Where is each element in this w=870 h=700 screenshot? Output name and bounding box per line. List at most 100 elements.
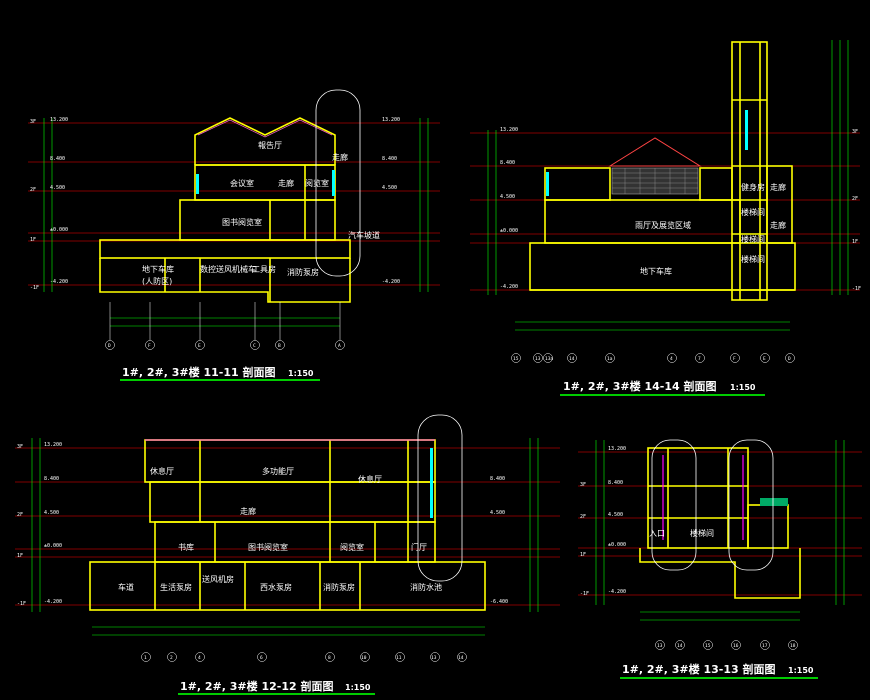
- room-label: 阅览室: [340, 542, 364, 552]
- axis-label: B: [278, 343, 281, 349]
- floor-mark: 3F: [580, 482, 586, 488]
- axis-label: C: [253, 343, 256, 349]
- floor-mark: -1F: [30, 285, 39, 291]
- level-label: ±0.000: [608, 542, 626, 548]
- room-label: 地下车库: [142, 264, 174, 274]
- floor-mark: 1F: [852, 239, 858, 245]
- level-label: -4.200: [382, 279, 400, 285]
- level-label: -4.200: [608, 589, 626, 595]
- axis-label: 8: [328, 655, 331, 661]
- room-label: 走廊: [770, 220, 786, 230]
- axis-label: 13: [657, 643, 663, 649]
- floor-mark: 3F: [17, 444, 23, 450]
- room-label: 走廊: [332, 152, 348, 162]
- level-label: 4.500: [382, 185, 397, 191]
- room-label: 阅览室: [305, 178, 329, 188]
- room-label: 入口: [649, 529, 665, 538]
- floor-mark: 2F: [30, 187, 36, 193]
- section-scale: 1:150: [345, 683, 371, 692]
- room-label: 休息厅: [358, 474, 382, 484]
- axis-label: 2: [170, 655, 173, 661]
- room-label: 健身房: [741, 182, 765, 192]
- room-label: 消防泵房: [287, 267, 319, 277]
- room-label: 门厅: [411, 542, 427, 552]
- level-label: ±0.000: [50, 227, 68, 233]
- axis-label: F: [148, 343, 151, 349]
- level-label: 4.500: [490, 510, 505, 516]
- level-label: 8.400: [44, 476, 59, 482]
- axis-label: 1a: [607, 356, 613, 362]
- level-label: 8.400: [50, 156, 65, 162]
- axis-label: F: [733, 356, 736, 362]
- level-label: 8.400: [490, 476, 505, 482]
- room-label: 楼梯间: [741, 254, 765, 264]
- room-label: 生活泵房: [160, 582, 192, 592]
- room-label: (人防区): [142, 276, 172, 286]
- room-label: 图书阅览室: [248, 542, 288, 552]
- level-label: 13.200: [50, 117, 68, 123]
- section-title: 1#, 2#, 3#楼 14-14 剖面图: [563, 379, 716, 393]
- room-label: 休息厅: [150, 466, 174, 476]
- room-label: 消防水池: [410, 582, 442, 592]
- axis-label: D: [108, 343, 111, 349]
- level-label: -4.200: [50, 279, 68, 285]
- room-label: 地下车库: [640, 266, 672, 276]
- level-label: 4.500: [500, 194, 515, 200]
- room-label: 数控送风机械车: [200, 264, 256, 274]
- section-title: 1#, 2#, 3#楼 13-13 剖面图: [622, 662, 775, 676]
- floor-mark: 3F: [30, 119, 36, 125]
- level-label: 4.500: [608, 512, 623, 518]
- axis-label: 15: [513, 356, 519, 362]
- section-14-14: 健身房 楼梯间 走廊 楼梯间 走廊 楼梯间 雨厅及展览区域 地下车库 13.20…: [470, 40, 861, 396]
- section-12-12: 休息厅 多功能厅 休息厅 走廊 书库 图书阅览室 阅览室 门厅 车道 生活泵房 …: [15, 414, 560, 695]
- room-label: 西水泵房: [260, 582, 292, 592]
- room-label: 走廊: [278, 178, 294, 188]
- room-label: 图书阅览室: [222, 217, 262, 227]
- axis-label: 13: [431, 655, 437, 661]
- axis-label: D: [788, 356, 791, 362]
- level-label: ±0.000: [44, 543, 62, 549]
- section-title: 1#, 2#, 3#楼 11-11 剖面图: [122, 365, 275, 379]
- axis-label: 6: [260, 655, 263, 661]
- axis-label: 16: [733, 643, 739, 649]
- room-label: 书库: [178, 542, 194, 552]
- axis-label: E: [763, 356, 766, 362]
- room-label: 车道: [118, 582, 134, 592]
- level-label: 8.400: [382, 156, 397, 162]
- level-label: 4.500: [44, 510, 59, 516]
- level-label: 13.200: [500, 127, 518, 133]
- axis-label: 13a: [545, 356, 553, 362]
- floor-mark: 2F: [852, 196, 858, 202]
- room-label: 会议室: [230, 178, 254, 188]
- level-label: 13.200: [608, 446, 626, 452]
- level-label: 13.200: [382, 117, 400, 123]
- room-label: 走廊: [240, 506, 256, 516]
- floor-mark: 1F: [17, 553, 23, 559]
- level-label: -4.200: [44, 599, 62, 605]
- floor-mark: -1F: [17, 601, 26, 607]
- section-title: 1#, 2#, 3#楼 12-12 剖面图: [180, 679, 333, 693]
- floor-mark: -1F: [580, 591, 589, 597]
- axis-label: 1: [144, 655, 147, 661]
- floor-mark: 3F: [852, 129, 858, 135]
- section-scale: 1:150: [788, 666, 814, 675]
- room-label: 報告厅: [258, 140, 282, 150]
- level-label: ±0.000: [500, 228, 518, 234]
- axis-label: 15: [705, 643, 711, 649]
- axis-label: 14: [458, 655, 464, 661]
- axis-label: 4: [670, 356, 673, 362]
- axis-label: A: [338, 343, 341, 349]
- floor-mark: 1F: [30, 237, 36, 243]
- room-label: 多功能厅: [262, 466, 294, 476]
- room-label: 楼梯间: [741, 234, 765, 244]
- axis-label: 13: [535, 356, 541, 362]
- axis-label: 14: [569, 356, 575, 362]
- floor-mark: -1F: [852, 286, 861, 292]
- floor-mark: 1F: [580, 552, 586, 558]
- axis-label: 11: [396, 655, 402, 661]
- axis-label: 18: [790, 643, 796, 649]
- room-label: 送风机房: [202, 574, 234, 584]
- room-label: 走廊: [770, 182, 786, 192]
- level-label: -6.400: [490, 599, 508, 605]
